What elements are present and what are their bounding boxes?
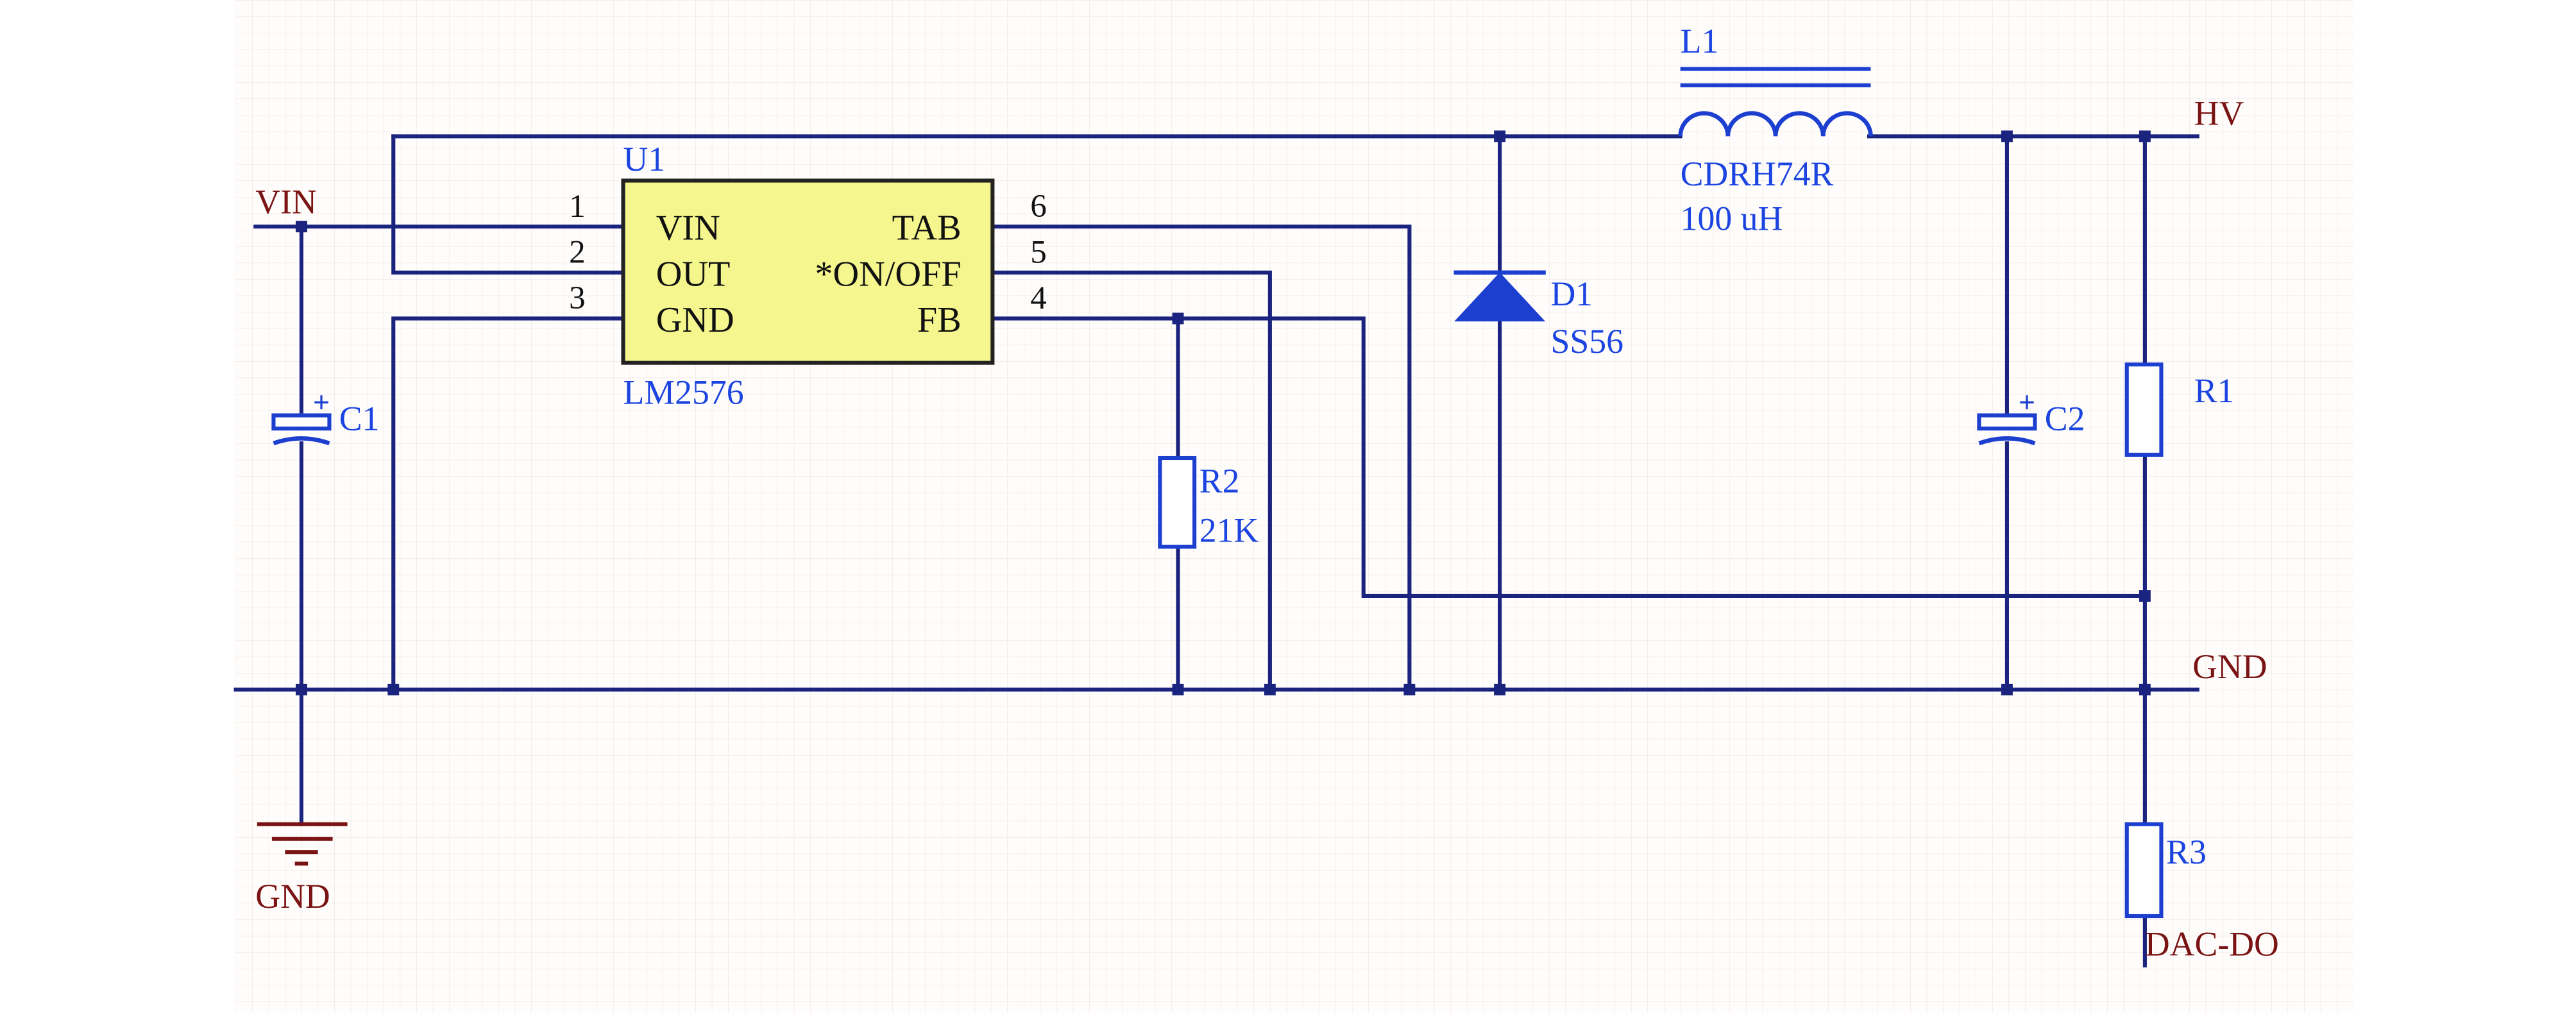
l1-coil [1678,111,1873,137]
r3-resistor[interactable]: R3 [2124,822,2207,919]
junction-dot [2001,683,2013,695]
r2-designator: R2 [1199,462,1240,500]
junction-dot [387,683,400,695]
wire-u1-gnd [391,316,625,692]
r2-resistor[interactable]: R2 21K [1158,455,1259,550]
r1-body [2124,362,2164,457]
u1-pin-number-4: 4 [1030,280,1047,316]
l1-value: 100 uH [1681,199,1783,237]
junction-dot [295,683,307,695]
c2-designator: C2 [2045,399,2085,438]
l1-designator: L1 [1681,22,1719,60]
d1-value: SS56 [1550,322,1623,361]
c2-plate-positive [1977,413,2037,431]
u1-pin-name-tab: TAB [892,209,962,248]
net-label-dac: DAC-DO [2145,924,2279,963]
c1-designator: C1 [339,399,380,438]
c2-capacitor[interactable]: + C2 [1977,386,2085,446]
net-label-hv: HV [2194,94,2244,132]
junctions [295,130,2151,695]
u1-pin-name-vin: VIN [656,209,720,248]
d1-anode-triangle [1454,272,1546,321]
r1-designator: R1 [2194,371,2235,410]
net-labels: VIN HV GND GND DAC-DO [255,94,2279,963]
r2-value: 21K [1199,511,1259,550]
junction-dot [1264,683,1276,695]
u1-pin-number-2: 2 [569,234,586,270]
u1-pin-name-fb: FB [917,300,962,340]
junction-dot [295,221,307,233]
l1-inductor[interactable]: L1 CDRH74R 100 uH [1678,22,1873,237]
junction-dot [1403,683,1416,695]
c2-plate-negative [1978,436,2036,446]
c1-polarity: + [313,386,330,418]
u1-pin-number-5: 5 [1030,234,1047,270]
r2-body [1158,455,1197,549]
wire-u1-out-loop [391,134,625,275]
d1-diode[interactable]: D1 SS56 [1453,270,1623,361]
c2-polarity: + [2019,386,2035,418]
d1-designator: D1 [1550,275,1593,313]
r3-designator: R3 [2166,833,2207,871]
ground-symbol [257,822,348,866]
r1-resistor[interactable]: R1 [2124,362,2235,457]
u1-pin-number-6: 6 [1030,188,1047,225]
u1-pin-number-3: 3 [569,280,586,316]
u1-regulator[interactable]: U1 LM2576 VIN OUT GND TAB *ON/OFF FB 1 2… [569,140,1047,411]
c1-plate-positive [271,413,332,431]
l1-part: CDRH74R [1681,155,1834,193]
junction-dot [1494,130,1506,142]
u1-part: LM2576 [623,373,744,412]
junction-dot [1172,312,1184,325]
junction-dot [2139,590,2151,602]
junction-dot [2001,130,2013,142]
r3-body [2124,822,2164,919]
u1-pin-name-gnd: GND [656,300,734,340]
junction-dot [2139,683,2151,695]
u1-body [621,178,995,365]
u1-designator: U1 [623,140,666,178]
c1-plate-negative [273,436,330,446]
wire-tab [990,225,1412,692]
c1-capacitor[interactable]: + C1 [271,386,380,446]
u1-pin-name-out: OUT [656,254,731,294]
u1-pin-number-1: 1 [569,188,586,225]
net-label-gnd-rail: GND [2192,647,2267,686]
net-label-vin: VIN [255,183,317,221]
junction-dot [1172,683,1184,695]
wires [233,134,2199,967]
junction-dot [2139,130,2151,142]
u1-pin-name-onoff: *ON/OFF [815,254,961,294]
wire-onoff [990,270,1272,692]
net-label-gnd-symbol: GND [255,877,330,915]
junction-dot [1494,683,1506,695]
